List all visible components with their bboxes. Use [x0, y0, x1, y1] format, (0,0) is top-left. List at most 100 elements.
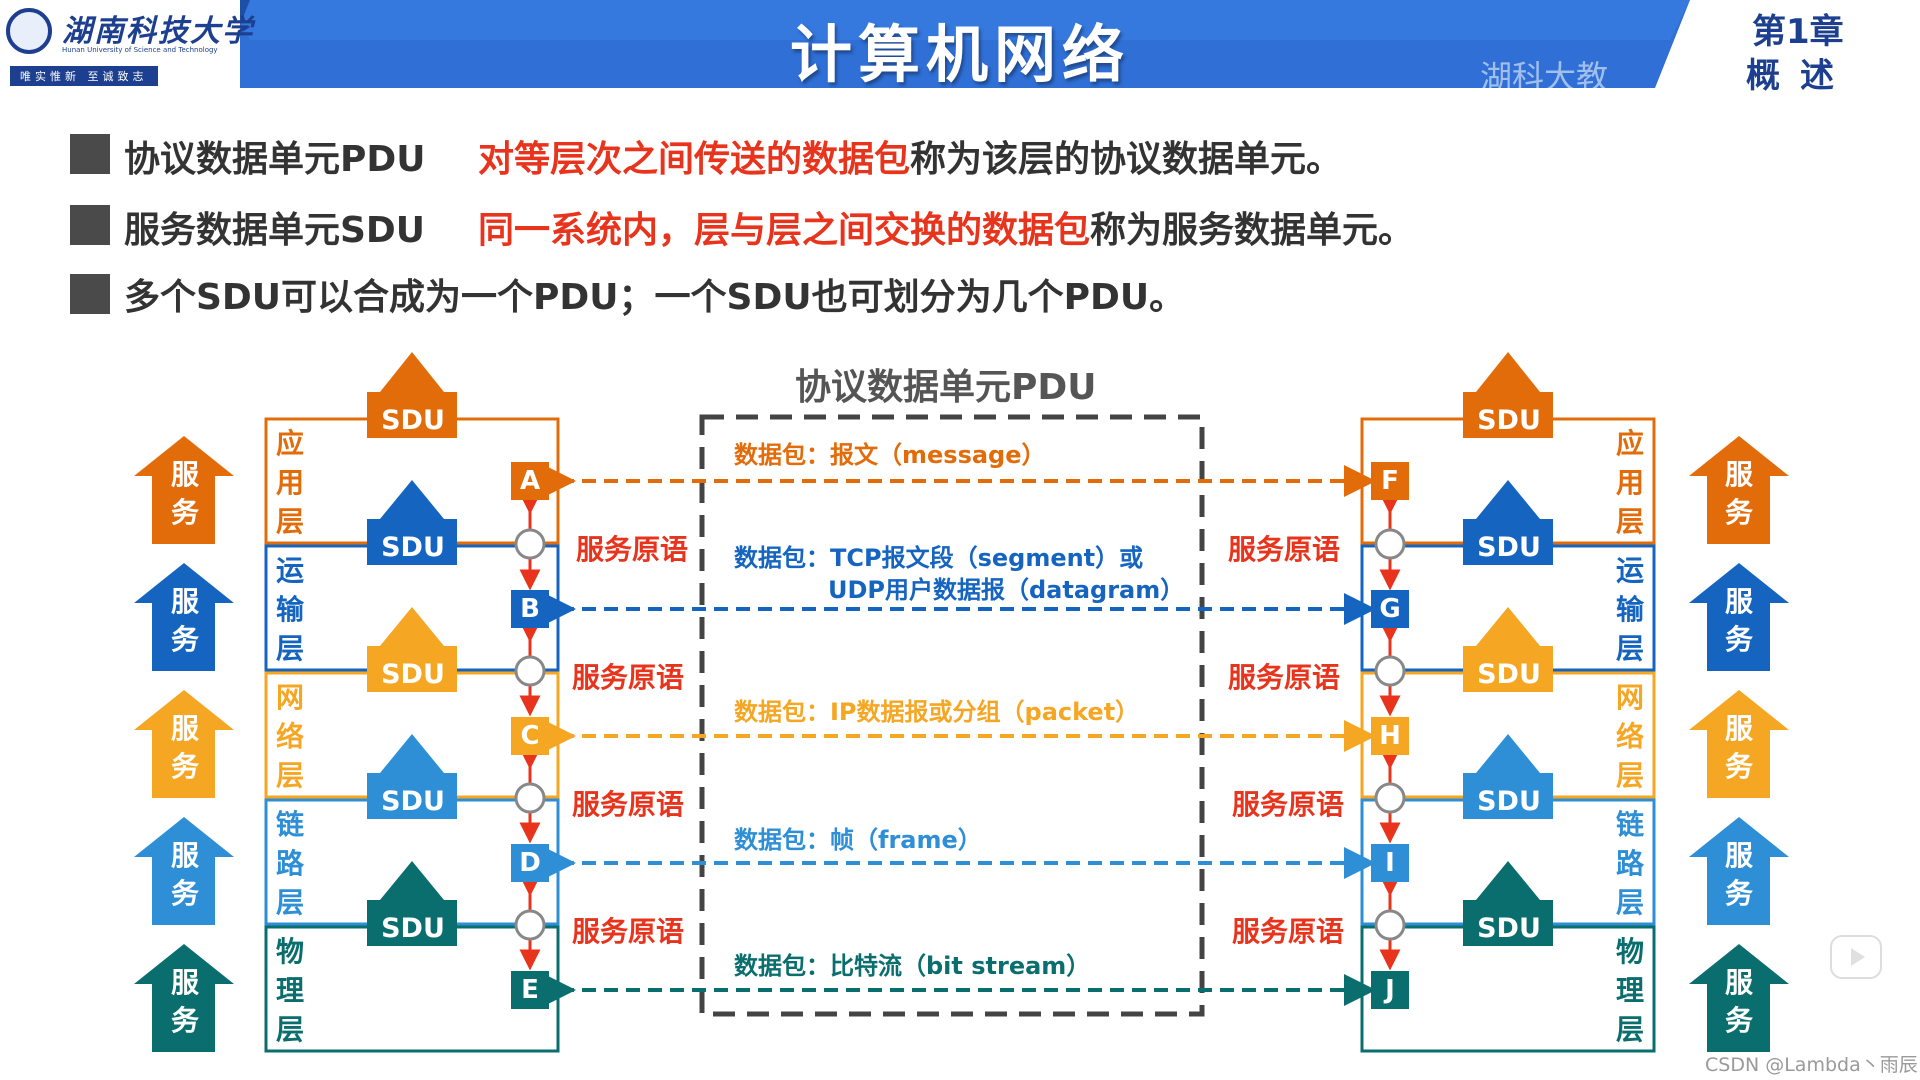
bullet-term-sdu: 服务数据单元SDU	[124, 210, 426, 251]
right-service-label: 服务	[1724, 585, 1753, 656]
school-name: 湖南科技大学	[62, 14, 254, 49]
csdn-credit: CSDN @Lambda丶雨辰	[1705, 1054, 1918, 1076]
bullet-square-icon	[70, 274, 110, 314]
bullet-highlight-sdu: 同一系统内，层与层之间交换的数据包	[478, 210, 1091, 251]
packet-label-application: 数据包：报文（message）	[734, 441, 1046, 469]
chapter-number: 第1章	[1752, 12, 1844, 52]
node-d: D	[511, 844, 549, 882]
left-sdu-arrow-network	[367, 607, 457, 692]
node-i: I	[1371, 844, 1409, 882]
left-service-label: 服务	[170, 585, 199, 656]
left-layer-label-application: 应用层	[275, 427, 304, 538]
service-primitive-label: 服务原语	[572, 661, 685, 694]
left-service-arrow-application	[134, 436, 234, 544]
bullet-note-sdu-pdu: 多个SDU可以合成为一个PDU；一个SDU也可划分为几个PDU。	[124, 277, 1186, 318]
left-sdu-label: SDU	[381, 532, 445, 563]
service-primitive-label: 服务原语	[1228, 661, 1341, 694]
chapter-name: 概述	[1746, 56, 1854, 96]
service-primitive-label: 服务原语	[1232, 788, 1345, 821]
bullet-definition-pdu: 对等层次之间传送的数据包称为该层的协议数据单元。	[478, 130, 1342, 182]
left-sdu-label: SDU	[381, 913, 445, 944]
right-sdu-label: SDU	[1477, 532, 1541, 563]
right-layer-label-link: 链路层	[1615, 808, 1644, 919]
bullet-square-icon	[70, 134, 110, 174]
play-button[interactable]	[1830, 935, 1882, 979]
left-service-label: 服务	[170, 712, 199, 783]
left-sdu-arrow-link	[367, 734, 457, 819]
service-primitive-label: 服务原语	[572, 915, 685, 948]
left-sdu-arrow-transport	[367, 480, 457, 565]
node-f: F	[1371, 462, 1409, 500]
right-layer-label-application: 应用层	[1615, 427, 1644, 538]
node-b: B	[511, 590, 549, 628]
left-service-arrow-network	[134, 690, 234, 798]
left-sdu-arrow-application	[367, 352, 457, 438]
bullet-term-pdu: 协议数据单元PDU	[124, 139, 426, 180]
left-service-label: 服务	[170, 839, 199, 910]
header-bar: 湖南科技大学 Hunan University of Science and T…	[0, 0, 1920, 96]
bullet-square-icon	[70, 205, 110, 245]
logo-panel: 湖南科技大学 Hunan University of Science and T…	[0, 0, 252, 88]
right-service-primitive-connectors	[1374, 493, 1406, 971]
right-service-arrow-network	[1689, 690, 1789, 798]
left-sdu-label: SDU	[381, 405, 445, 436]
right-sdu-arrow-link	[1463, 734, 1553, 819]
left-service-label: 服务	[170, 458, 199, 529]
node-a: A	[511, 462, 549, 500]
slide-title: 计算机网络	[790, 18, 1131, 91]
left-layer-label-network: 网络层	[275, 681, 304, 792]
bullet-definition-sdu: 同一系统内，层与层之间交换的数据包称为服务数据单元。	[478, 201, 1414, 253]
right-layer-label-network: 网络层	[1615, 681, 1644, 792]
school-motto: 唯实惟新 至诚致志	[10, 66, 158, 86]
right-service-label: 服务	[1724, 966, 1753, 1037]
node-c: C	[511, 717, 549, 755]
right-service-arrow-transport	[1689, 563, 1789, 671]
school-english-name: Hunan University of Science and Technolo…	[62, 46, 218, 54]
right-sdu-arrow-transport	[1463, 480, 1553, 565]
service-primitive-label: 服务原语	[1228, 533, 1341, 566]
right-sdu-label: SDU	[1477, 913, 1541, 944]
left-sdu-label: SDU	[381, 659, 445, 690]
packet-label-link: 数据包：帧（frame）	[734, 826, 982, 854]
right-sdu-label: SDU	[1477, 786, 1541, 817]
watermark-text: 湖科大教	[1480, 58, 1609, 96]
right-service-arrow-link	[1689, 817, 1789, 925]
left-service-arrow-transport	[134, 563, 234, 671]
bullet-rest-pdu: 称为该层的协议数据单元。	[910, 139, 1343, 180]
packet-label-physical: 数据包：比特流（bit stream）	[734, 952, 1091, 980]
right-sdu-label: SDU	[1477, 405, 1541, 436]
left-service-arrow-link	[134, 817, 234, 925]
node-h: H	[1371, 717, 1409, 755]
node-j: J	[1371, 971, 1409, 1009]
node-e: E	[511, 971, 549, 1009]
university-seal-icon	[6, 8, 52, 54]
header-background	[170, 0, 1690, 88]
node-g: G	[1371, 590, 1409, 628]
right-sdu-arrow-network	[1463, 607, 1553, 692]
right-service-arrow-physical	[1689, 944, 1789, 1052]
left-layer-label-link: 链路层	[275, 808, 304, 919]
pdu-dashed-frame	[699, 414, 1205, 1017]
pdu-diagram-title: 协议数据单元PDU	[795, 367, 1097, 408]
right-sdu-arrow-physical	[1463, 861, 1553, 946]
left-layer-label-physical: 物理层	[275, 935, 304, 1046]
right-sdu-label: SDU	[1477, 659, 1541, 690]
service-primitive-label: 服务原语	[576, 533, 689, 566]
right-service-label: 服务	[1724, 839, 1753, 910]
left-sdu-arrow-physical	[367, 861, 457, 946]
left-service-arrow-physical	[134, 944, 234, 1052]
right-layer-label-transport: 运输层	[1615, 554, 1644, 665]
service-primitive-label: 服务原语	[1232, 915, 1345, 948]
right-sdu-arrow-application	[1463, 352, 1553, 438]
right-physical-layer-box	[1360, 925, 1656, 1053]
left-sdu-label: SDU	[381, 786, 445, 817]
packet-label-network: 数据包：IP数据报或分组（packet）	[734, 698, 1140, 726]
packet-label-transport-line2: UDP用户数据报（datagram）	[828, 576, 1185, 604]
packet-label-transport: 数据包：TCP报文段（segment）或	[734, 544, 1144, 572]
right-service-arrow-application	[1689, 436, 1789, 544]
right-layer-label-physical: 物理层	[1615, 935, 1644, 1046]
left-physical-layer-box	[264, 925, 560, 1053]
left-service-primitive-connectors	[514, 493, 546, 971]
bullet-highlight-pdu: 对等层次之间传送的数据包	[478, 139, 911, 180]
